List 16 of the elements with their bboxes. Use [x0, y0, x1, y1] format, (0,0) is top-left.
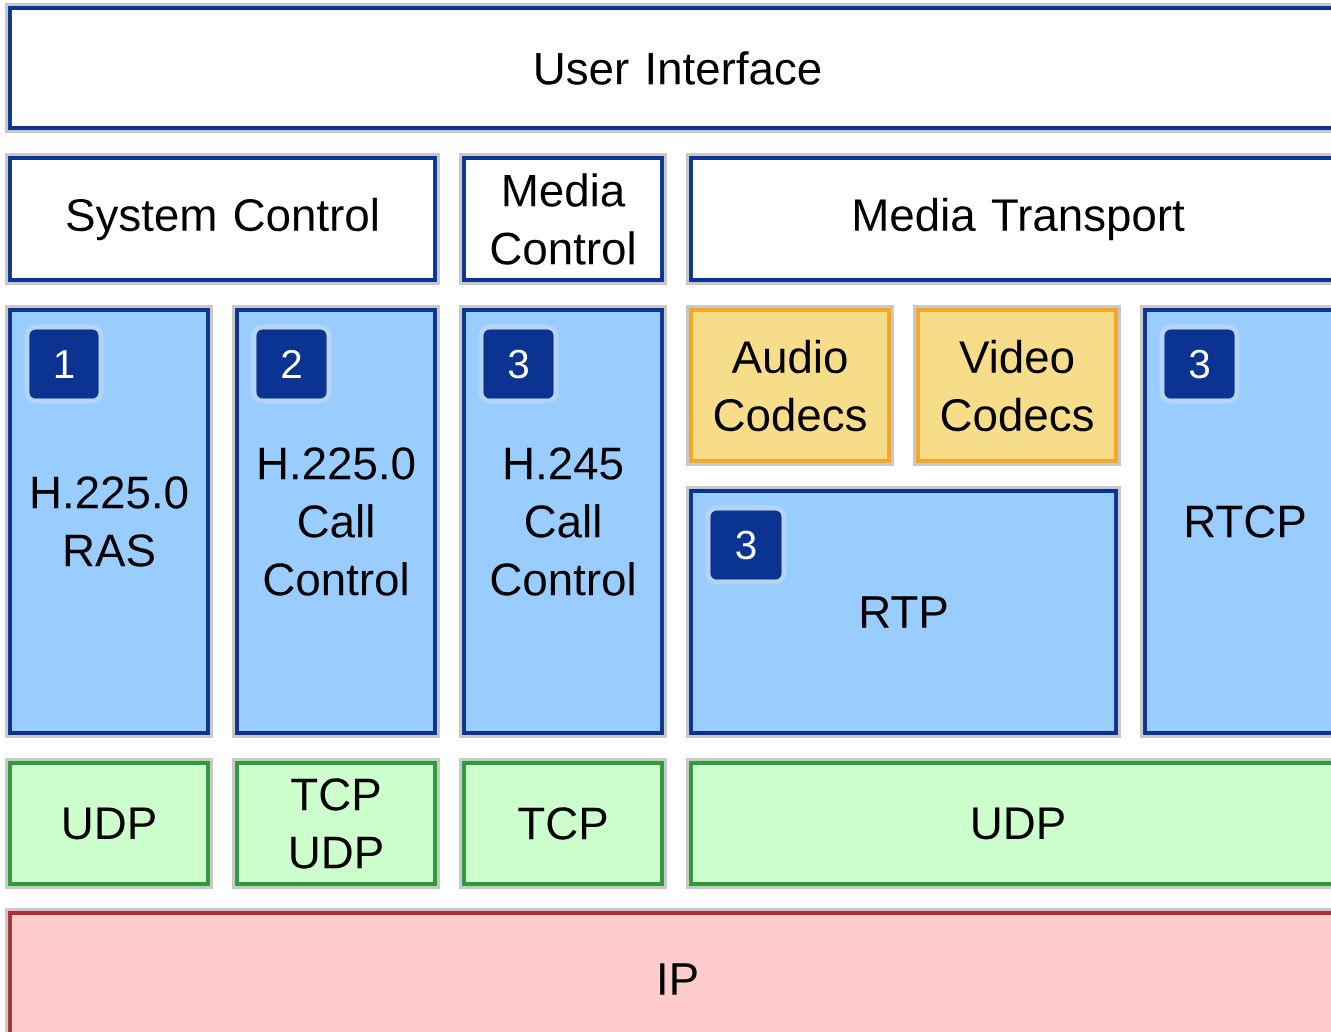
codec-box: Video Codecs	[913, 305, 1121, 466]
transport-box: UDP	[686, 758, 1331, 889]
number-badge: 2	[251, 324, 332, 404]
transport-box: TCP	[459, 758, 667, 889]
number-badge: 3	[478, 324, 559, 404]
layer-box: User Interface	[5, 3, 1331, 133]
transport-box: TCP UDP	[232, 758, 440, 889]
layer-box: System Control	[5, 153, 440, 285]
number-badge: 3	[705, 505, 787, 585]
codec-box: Audio Codecs	[686, 305, 894, 466]
network-box: IP	[5, 908, 1331, 1032]
number-badge: 1	[24, 324, 104, 404]
layer-box: Media Transport	[686, 153, 1331, 285]
number-badge: 3	[1159, 324, 1240, 404]
transport-box: UDP	[5, 758, 213, 889]
layer-box: Media Control	[459, 153, 667, 285]
